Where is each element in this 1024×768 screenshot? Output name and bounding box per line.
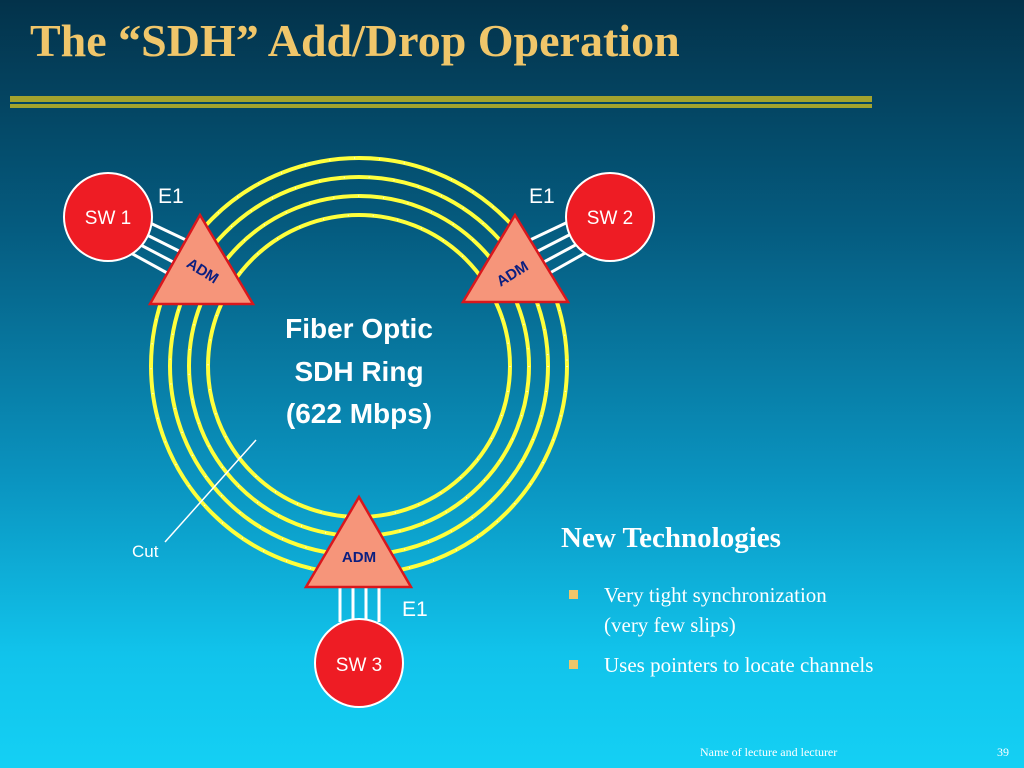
bullet-text: (very few slips) xyxy=(604,613,736,637)
switch-label: SW 1 xyxy=(85,208,131,229)
e1-label-sw3: E1 xyxy=(402,598,428,621)
bullet-text: Very tight synchronization xyxy=(604,583,827,607)
page-number: 39 xyxy=(997,745,1009,759)
section-heading: New Technologies xyxy=(561,522,781,554)
switch-circle xyxy=(63,172,153,262)
bullet-square-icon xyxy=(569,590,578,599)
adm-triangle xyxy=(147,212,256,306)
title-underline xyxy=(10,96,872,108)
list-item: Very tight synchronization (very few sli… xyxy=(566,580,996,640)
adm-triangle xyxy=(303,494,414,589)
footer-text: Name of lecture and lecturer xyxy=(700,745,838,759)
switch-node-2: SW 2 xyxy=(565,172,655,262)
adm-label: ADM xyxy=(342,549,376,566)
switch-circle xyxy=(314,618,404,708)
switch-node-1: SW 1 xyxy=(63,172,153,262)
adm-node-2: ADM xyxy=(460,212,571,304)
list-item: Uses pointers to locate channels xyxy=(566,650,996,680)
e1-label-sw2: E1 xyxy=(529,185,555,208)
ring-label-line: Fiber Optic xyxy=(285,313,433,344)
fiber-ticks xyxy=(150,157,568,575)
switch-label: SW 3 xyxy=(336,655,382,676)
e1-label-sw1: E1 xyxy=(158,185,184,208)
adm-triangle xyxy=(460,212,571,304)
adm-node-3: ADM xyxy=(303,494,414,589)
e1-lines-sw2 xyxy=(529,220,588,276)
bullet-text: Uses pointers to locate channels xyxy=(604,653,874,677)
cut-label: Cut xyxy=(132,542,159,561)
switch-circle xyxy=(565,172,655,262)
bullet-square-icon xyxy=(569,660,578,669)
switch-label: SW 2 xyxy=(587,208,633,229)
slide-title: The “SDH” Add/Drop Operation xyxy=(30,15,680,66)
bullet-list: Very tight synchronization (very few sli… xyxy=(566,580,996,690)
adm-node-1: ADM xyxy=(147,212,256,306)
cut-line xyxy=(164,439,257,543)
ring-label-line: (622 Mbps) xyxy=(286,398,432,429)
e1-lines-sw3 xyxy=(338,588,381,622)
switch-node-3: SW 3 xyxy=(314,618,404,708)
ring-label-line: SDH Ring xyxy=(294,356,423,387)
ring-label: Fiber Optic SDH Ring (622 Mbps) xyxy=(285,313,433,429)
